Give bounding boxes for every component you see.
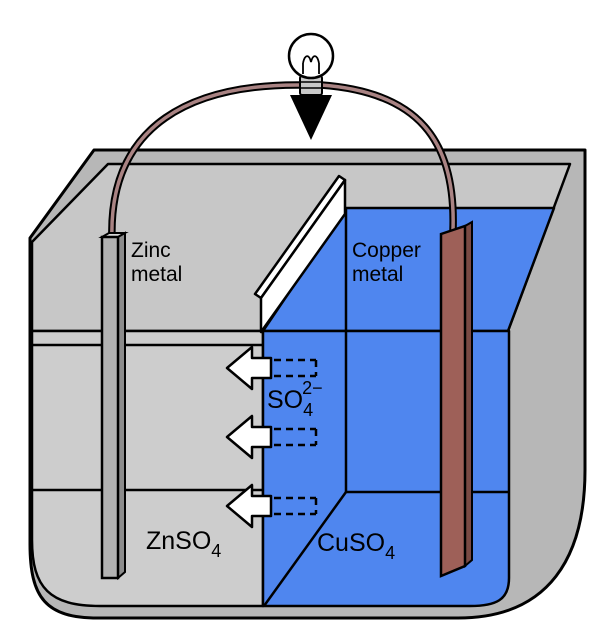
copper-metal-label-line2: metal — [352, 263, 403, 286]
zinc-front-face — [100, 235, 120, 580]
left-wire — [110, 83, 303, 242]
sulfate-migration-arrows — [225, 345, 318, 529]
copper-metal-label-line1: Copper — [352, 239, 421, 262]
arrow-trail — [274, 496, 318, 516]
sulfate-arrow — [225, 414, 318, 460]
sulfate-ion-label: SO42− — [267, 378, 323, 420]
zinc-electrode — [98, 231, 129, 581]
left-arrow-icon — [225, 414, 273, 460]
copper-front-face — [439, 224, 467, 578]
copper-sulfate-base: CuSO — [317, 529, 385, 557]
copper-sulfate-subscript: 4 — [385, 543, 395, 563]
zinc-metal-label-line2: metal — [131, 263, 182, 286]
bulb-glass — [287, 32, 335, 80]
porous-membrane — [253, 174, 347, 334]
arrow-trail — [274, 427, 318, 447]
sulfate-ion-superscript: 2− — [302, 378, 323, 398]
bulb-base-threads — [300, 81, 322, 89]
sulfate-ion-base: SO — [267, 386, 303, 414]
sulfate-arrow — [225, 345, 318, 391]
bulb-filament-icon — [302, 55, 320, 74]
left-solution-front — [30, 329, 265, 608]
zinc-sulfate-subscript: 4 — [211, 541, 221, 561]
sulfate-arrow — [225, 483, 318, 529]
copper-electrode — [439, 220, 473, 578]
bulb-socket — [290, 95, 332, 140]
copper-metal-label: Copper metal — [352, 239, 427, 286]
copper-sulfate-label: CuSO4 — [317, 529, 395, 563]
divider-bottom-edge — [262, 491, 348, 607]
light-bulb — [287, 32, 335, 140]
arrow-trail — [274, 358, 318, 378]
left-arrow-icon — [225, 345, 273, 391]
zinc-metal-label: Zinc metal — [131, 239, 182, 286]
zinc-metal-label-line1: Zinc — [131, 239, 171, 262]
zinc-sulfate-label: ZnSO4 — [146, 527, 221, 561]
circuit-wires — [108, 81, 457, 244]
zinc-sulfate-base: ZnSO — [146, 527, 211, 555]
sulfate-ion-subscript: 4 — [303, 400, 313, 420]
left-arrow-icon — [225, 483, 273, 529]
right-wire — [319, 83, 455, 232]
membrane-face — [259, 178, 347, 334]
